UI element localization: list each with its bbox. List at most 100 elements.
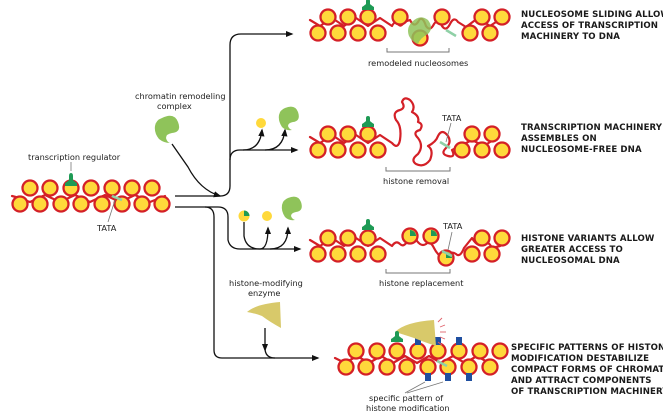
nucleosome bbox=[481, 358, 499, 376]
nucleosome bbox=[319, 8, 337, 26]
bracket bbox=[385, 167, 451, 172]
nucleosome bbox=[93, 195, 111, 213]
nucleosome bbox=[349, 245, 367, 263]
histone-variant-wedge bbox=[431, 230, 437, 236]
released-complex-icon bbox=[281, 196, 302, 221]
nucleosome bbox=[337, 358, 355, 376]
released-complex-icon bbox=[278, 106, 299, 131]
nucleosome bbox=[419, 358, 437, 376]
caption-line: NUCLEOSOME SLIDING ALLOWS bbox=[521, 10, 663, 20]
nucleosome bbox=[433, 8, 451, 26]
enzyme-label-line1: histone-modifying bbox=[229, 278, 303, 288]
nucleosome bbox=[439, 358, 457, 376]
nucleosome bbox=[483, 245, 501, 263]
nucleosome-row-bottom bbox=[337, 358, 499, 376]
arrow-release-complex-2 bbox=[269, 226, 292, 250]
nucleosome bbox=[103, 179, 121, 197]
nucleosome-row-top bbox=[319, 229, 511, 247]
caption-line: GREATER ACCESS TO bbox=[521, 245, 623, 255]
nucleosome bbox=[309, 24, 327, 42]
released-components-1 bbox=[256, 106, 299, 131]
nucleosome bbox=[409, 342, 427, 360]
caption-line: TRANSCRIPTION MACHINERY bbox=[521, 123, 663, 133]
arrow-to-sliding bbox=[175, 30, 294, 197]
tata-box-icon bbox=[439, 140, 451, 150]
nucleosome bbox=[339, 125, 357, 143]
modifying-enzyme-input: histone-modifying enzyme bbox=[229, 278, 303, 328]
nucleosome bbox=[493, 8, 511, 26]
nucleosome bbox=[491, 342, 509, 360]
nucleosome bbox=[143, 179, 161, 197]
nucleosome bbox=[31, 195, 49, 213]
bracket-label: histone replacement bbox=[379, 278, 464, 288]
nucleosome bbox=[82, 179, 100, 197]
nucleosome bbox=[493, 229, 511, 247]
caption-line: ASSEMBLES ON bbox=[521, 134, 597, 144]
transcription-regulator-icon bbox=[362, 116, 374, 127]
nucleosome-row-top bbox=[319, 125, 501, 143]
nucleosome-row-top bbox=[347, 342, 509, 360]
arrow-enzyme-curve bbox=[264, 347, 276, 359]
histone-modification-mark bbox=[445, 373, 451, 381]
outcome-nucleosome-sliding: remodeled nucleosomes NUCLEOSOME SLIDING… bbox=[308, 0, 663, 68]
nucleosome bbox=[309, 245, 327, 263]
nucleosome bbox=[359, 125, 377, 143]
histone-modification-mark bbox=[425, 373, 431, 381]
bracket-label-line1: specific pattern of bbox=[369, 393, 444, 403]
nucleosome bbox=[450, 342, 468, 360]
histone-modification-mark bbox=[456, 337, 462, 345]
nucleosome bbox=[463, 245, 481, 263]
nucleosome bbox=[359, 229, 377, 247]
caption-line: MODIFICATION DESTABILIZE bbox=[511, 354, 649, 364]
dna-strand bbox=[308, 97, 498, 167]
arrow-to-modification bbox=[204, 206, 320, 362]
arrow-to-removal bbox=[229, 146, 299, 161]
nucleosome bbox=[398, 358, 416, 376]
nucleosome-row-bottom bbox=[309, 24, 499, 42]
nucleosome bbox=[493, 141, 511, 159]
outcome-histone-replacement: TATA histone replacement HISTONE VARIANT… bbox=[308, 219, 655, 288]
nucleosome bbox=[329, 24, 347, 42]
nucleosome bbox=[41, 179, 59, 197]
arrow-release-histone bbox=[242, 128, 265, 151]
caption-line: AND ATTRACT COMPONENTS bbox=[511, 376, 652, 386]
nucleosome bbox=[369, 24, 387, 42]
outcome-histone-removal: TATA histone removal TRANSCRIPTION MACHI… bbox=[308, 97, 663, 186]
remodeling-complex-input: chromatin remodeling complex bbox=[135, 91, 226, 143]
nucleosome bbox=[347, 342, 365, 360]
histone-variant-wedge bbox=[410, 230, 416, 236]
enzyme-label-line2: enzyme bbox=[248, 288, 280, 298]
nucleosome bbox=[473, 8, 491, 26]
activity-burst-icon bbox=[437, 317, 446, 346]
nucleosome bbox=[388, 342, 406, 360]
nucleosome bbox=[359, 8, 377, 26]
nucleosome bbox=[349, 141, 367, 159]
nucleosome-row-bottom bbox=[309, 245, 501, 263]
caption-line: OF TRANSCRIPTION MACHINERY bbox=[511, 387, 663, 397]
histone-modification-mark bbox=[415, 337, 421, 345]
caption-line: ACCESS OF TRANSCRIPTION bbox=[521, 21, 658, 31]
arrow-release-complex bbox=[264, 128, 288, 151]
histone-modification-mark bbox=[435, 337, 441, 345]
caption-line: SPECIFIC PATTERNS OF HISTONE bbox=[511, 343, 663, 353]
arrow-release-histone-2 bbox=[259, 226, 272, 250]
tata-label: TATA bbox=[441, 113, 462, 123]
nucleosome bbox=[453, 141, 471, 159]
nucleosome bbox=[349, 24, 367, 42]
tata-label: TATA bbox=[96, 223, 117, 233]
histone-modification-mark bbox=[466, 373, 472, 381]
nucleosome bbox=[309, 141, 327, 159]
nucleosome-row-bottom bbox=[11, 195, 171, 213]
complex-label-line1: chromatin remodeling bbox=[135, 91, 226, 101]
nucleosome-row-bottom bbox=[309, 141, 511, 159]
bracket-label: histone removal bbox=[383, 176, 449, 186]
variant-histone-icon bbox=[238, 210, 250, 222]
nucleosome bbox=[378, 358, 396, 376]
nucleosome bbox=[329, 245, 347, 263]
released-histone-icon bbox=[262, 211, 272, 221]
pathway-arrows bbox=[171, 30, 320, 362]
nucleosome bbox=[113, 195, 131, 213]
nucleosome bbox=[473, 141, 491, 159]
tata-label: TATA bbox=[442, 221, 463, 231]
nucleosome bbox=[471, 342, 489, 360]
